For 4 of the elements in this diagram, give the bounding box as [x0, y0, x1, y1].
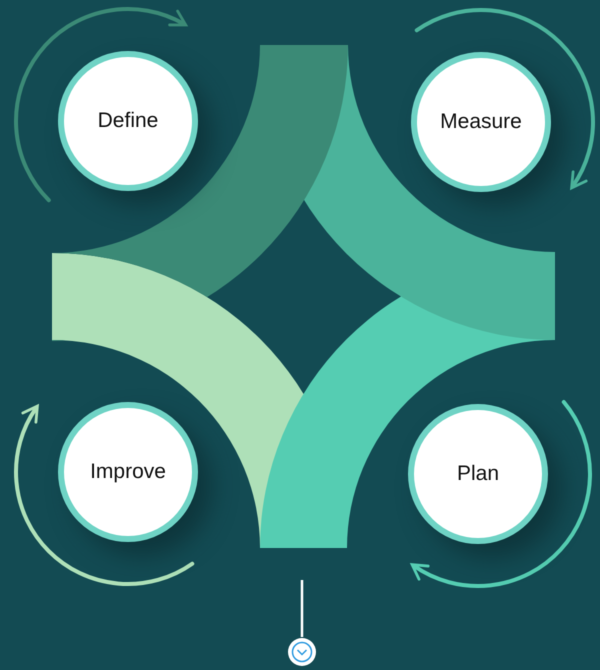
step-label: Improve [90, 460, 166, 484]
step-label: Define [98, 109, 158, 133]
step-label: Measure [440, 110, 522, 134]
step-label: Plan [456, 462, 500, 486]
